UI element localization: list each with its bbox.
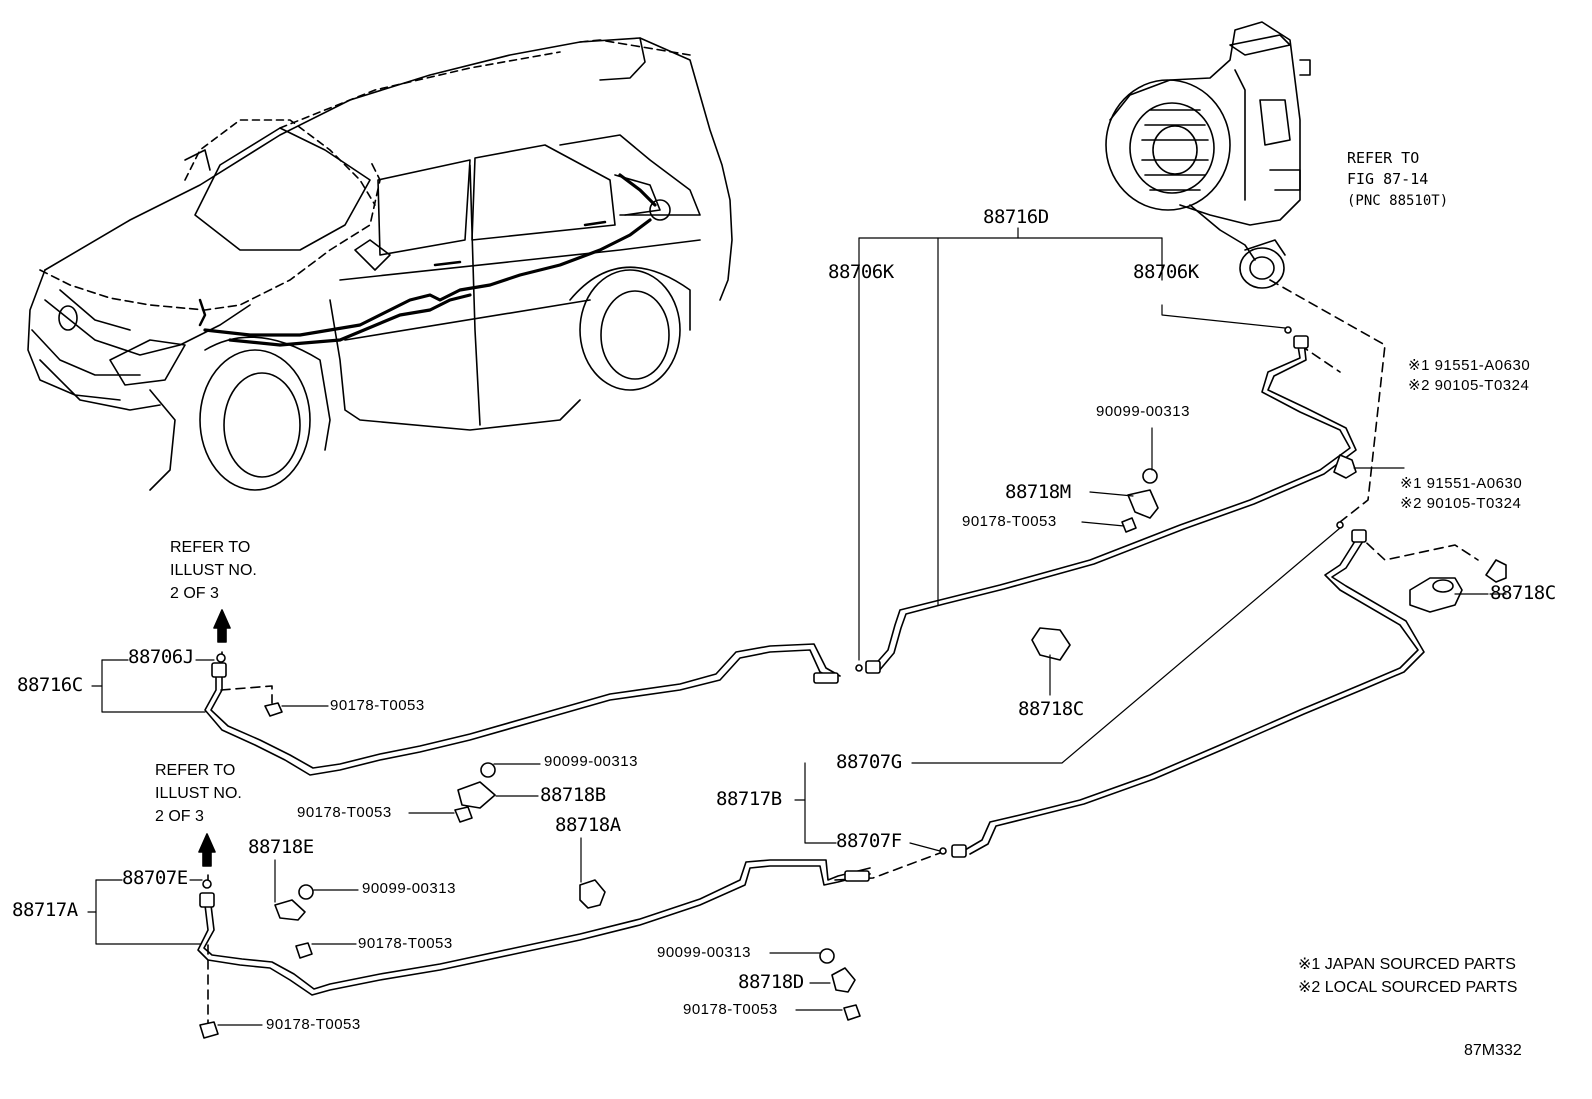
label-88706J: 88706J: [128, 646, 194, 668]
small-parts: [200, 455, 1506, 1038]
refer-lower-line2: ILLUST NO.: [155, 785, 242, 802]
label-88718A: 88718A: [555, 814, 621, 836]
label-88717A: 88717A: [12, 899, 78, 921]
label-90178-D: 90178-T0053: [683, 1001, 778, 1018]
label-bolt-top-1: ※1 91551-A0630: [1408, 357, 1531, 374]
label-88707G: 88707G: [836, 751, 902, 773]
label-90178-E: 90178-T0053: [358, 935, 453, 952]
dashed-leader-lines: [208, 280, 1478, 1025]
note-local-sourced: ※2 LOCAL SOURCED PARTS: [1298, 979, 1518, 996]
refer-upper-line2: ILLUST NO.: [170, 562, 257, 579]
label-88718C-center: 88718C: [1018, 698, 1084, 720]
pipe-88716D: [872, 342, 1356, 672]
label-88718D: 88718D: [738, 971, 804, 993]
leader-lines: [88, 228, 1506, 1025]
vehicle-illustration: [28, 38, 732, 490]
label-bolt-mid-1: ※1 91551-A0630: [1400, 475, 1523, 492]
label-90099-B: 90099-00313: [544, 753, 638, 770]
refer-fig-line1: REFER TO: [1347, 149, 1420, 167]
note-japan-sourced: ※1 JAPAN SOURCED PARTS: [1298, 956, 1516, 973]
refer-upper-line3: 2 OF 3: [170, 585, 219, 602]
label-bolt-top-2: ※2 90105-T0324: [1408, 377, 1530, 394]
pipe-88717B: [965, 538, 1424, 854]
pipe-fittings: [200, 327, 1366, 907]
refer-fig-line3: (PNC 88510T): [1347, 193, 1449, 209]
label-90178-C: 90178-T0053: [330, 697, 425, 714]
label-bolt-mid-2: ※2 90105-T0324: [1400, 495, 1522, 512]
label-90178-A: 90178-T0053: [266, 1016, 361, 1033]
pipe-88717A: [198, 860, 870, 995]
label-90099-D: 90099-00313: [657, 944, 751, 961]
label-88718E: 88718E: [248, 836, 314, 858]
label-88706K-left: 88706K: [828, 261, 894, 283]
label-88707E: 88707E: [122, 867, 188, 889]
refer-lower-line1: REFER TO: [155, 762, 236, 779]
refer-arrows: [199, 610, 230, 866]
label-90099-top: 90099-00313: [1096, 403, 1190, 420]
label-88717B: 88717B: [716, 788, 782, 810]
refer-upper-line1: REFER TO: [170, 539, 251, 556]
rear-ac-unit-illustration: [1106, 22, 1310, 288]
label-88716D: 88716D: [983, 206, 1049, 228]
label-90099-E: 90099-00313: [362, 880, 456, 897]
label-90178-M: 90178-T0053: [962, 513, 1057, 530]
label-88718M: 88718M: [1005, 481, 1071, 503]
label-88707F: 88707F: [836, 830, 902, 852]
label-88716C: 88716C: [17, 674, 83, 696]
label-88706K-right: 88706K: [1133, 261, 1199, 283]
refer-lower-line3: 2 OF 3: [155, 808, 204, 825]
label-88718C-right: 88718C: [1490, 582, 1556, 604]
label-90178-B: 90178-T0053: [297, 804, 392, 821]
refer-fig-line2: FIG 87-14: [1347, 170, 1429, 188]
label-88718B: 88718B: [540, 784, 606, 806]
diagram-code: 87M332: [1464, 1042, 1522, 1059]
pipe-88716C: [205, 644, 840, 775]
